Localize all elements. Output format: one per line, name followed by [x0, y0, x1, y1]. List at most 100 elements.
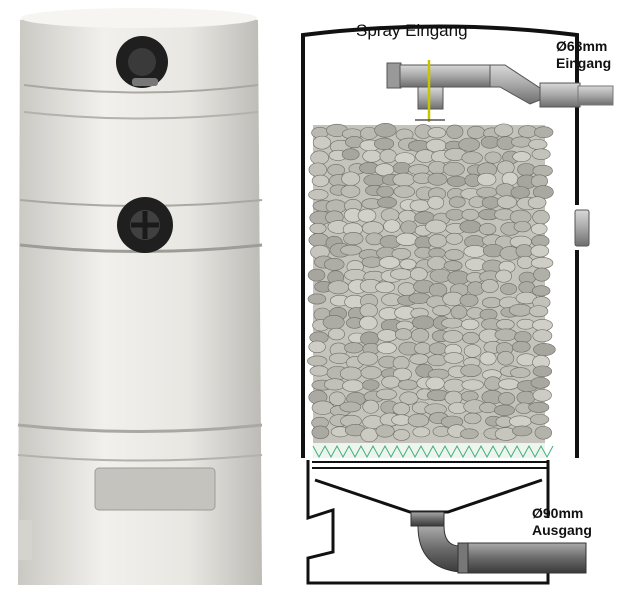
gravel-stone [342, 379, 364, 393]
gravel-stone [534, 126, 554, 139]
gravel-stone [391, 248, 412, 260]
gravel-stone [479, 402, 497, 413]
gravel-stone [445, 232, 464, 245]
gravel-stone [307, 268, 326, 282]
gravel-stone [357, 351, 379, 366]
gravel-stone [411, 328, 430, 343]
gravel-stone [446, 175, 467, 187]
gravel-stone [392, 161, 411, 175]
gravel-stone [427, 195, 445, 210]
gravel-stone [460, 428, 479, 440]
gravel-stone [327, 280, 350, 295]
gravel-stone [427, 172, 448, 186]
gravel-stone [362, 149, 382, 163]
gravel-stone [400, 220, 418, 235]
gravel-stone [494, 404, 515, 416]
gravel-stone [307, 293, 327, 305]
gravel-stone [344, 342, 364, 354]
gravel-stone [494, 123, 514, 137]
gravel-stone [414, 342, 432, 355]
gravel-stone [510, 186, 530, 199]
gravel-stone [432, 426, 451, 437]
gravel-stone [425, 219, 447, 234]
gravel-stone [427, 256, 447, 271]
gravel-stone [511, 136, 532, 148]
gravel-stone [341, 148, 360, 161]
gravel-stone [532, 210, 550, 225]
gravel-stone [481, 279, 499, 294]
gravel-stone [463, 344, 482, 358]
gravel-stone [392, 356, 410, 370]
inlet-name: Eingang [556, 55, 612, 71]
outlet-name: Ausgang [532, 522, 592, 538]
gravel-stone [323, 258, 345, 271]
gravel-stone [307, 355, 328, 367]
gravel-stone [512, 425, 533, 437]
gravel-stone [529, 305, 549, 318]
gravel-stone [532, 319, 553, 332]
gravel-stone [458, 137, 480, 152]
gravel-stone [393, 185, 416, 198]
gravel-stone [533, 267, 551, 282]
gravel-stone [427, 127, 447, 139]
gravel-stone [375, 281, 395, 294]
gravel-stone [399, 258, 417, 270]
gravel-stone [510, 367, 531, 379]
gravel-stone [442, 330, 464, 343]
gravel-stone [397, 282, 416, 296]
gravel-stone [376, 342, 397, 354]
gravel-stone [532, 329, 553, 343]
gravel-stone [428, 233, 448, 248]
gravel-stone [311, 425, 330, 440]
gravel-stone [532, 164, 553, 177]
gravel-stone [361, 256, 382, 268]
gravel-stone [359, 303, 378, 318]
gravel-stone [445, 208, 465, 221]
gravel-stone [379, 149, 397, 164]
gravel-stone [343, 231, 364, 246]
gravel-stone [339, 401, 362, 413]
gravel-stone [478, 223, 497, 236]
gravel-stone [459, 220, 482, 234]
gravel-stone [497, 351, 515, 366]
gravel-stone [432, 305, 451, 316]
gravel-stone [340, 244, 362, 256]
gravel-stone [428, 282, 448, 298]
inlet-size: Ø63mm [556, 38, 608, 54]
gravel-stone [309, 365, 329, 377]
gravel-stone [399, 391, 419, 405]
gravel-stone [359, 315, 378, 331]
middle-port-icon [117, 197, 173, 253]
gravel-stone [498, 392, 516, 406]
gravel-stone [476, 186, 498, 198]
gravel-stone [513, 220, 531, 233]
gravel-stone [495, 269, 513, 283]
gravel-stone [379, 256, 401, 269]
spray-inlet-label: Spray Eingang [356, 22, 468, 39]
gravel-stone [376, 388, 397, 400]
gravel-stone [362, 379, 380, 391]
gravel-stone [461, 379, 484, 391]
spray-inlet-pipe [386, 60, 614, 122]
gravel-stone [463, 245, 487, 258]
gravel-stone [377, 196, 397, 209]
gravel-stone [392, 172, 416, 187]
gravel-stone [496, 195, 517, 209]
gravel-stone [441, 317, 464, 329]
gravel-stone [363, 174, 386, 187]
gravel-stone [479, 308, 498, 321]
gravel-stone [459, 293, 479, 307]
gravel-media [307, 123, 556, 443]
gravel-stone [516, 255, 534, 269]
gravel-stone [308, 232, 330, 248]
gravel-stone [516, 318, 535, 330]
gravel-stone [308, 189, 329, 201]
gravel-stone [532, 285, 551, 297]
gravel-stone [344, 269, 367, 282]
gravel-stone [517, 163, 536, 177]
gravel-stone [322, 315, 345, 330]
outlet-pipe [410, 511, 445, 527]
gravel-stone [533, 343, 556, 356]
gravel-stone [377, 329, 398, 342]
